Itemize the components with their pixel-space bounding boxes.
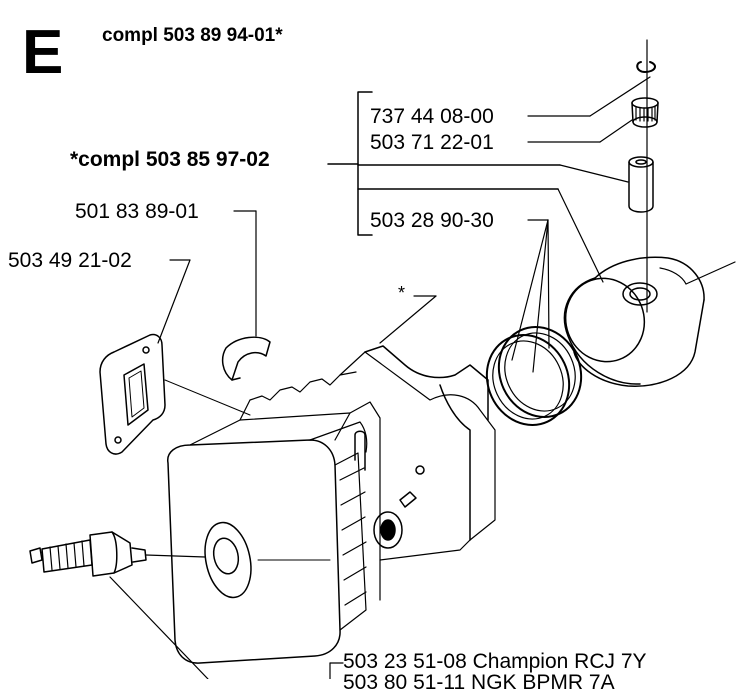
part-number-spark-plug-2: 503 80 51-11 NGK BPMR 7A [343, 671, 615, 694]
part-number-circlip: 737 44 08-00 [370, 105, 494, 128]
part-number-needle-bearing: 503 71 22-01 [370, 131, 494, 154]
leader-lines [109, 76, 651, 679]
assembly-title: compl 503 89 94-01* [102, 25, 283, 46]
section-letter: E [22, 18, 64, 87]
sub-assembly-label: *compl 503 85 97-02 [70, 148, 270, 171]
part-number-decompression-valve: 501 83 89-01 [75, 200, 199, 223]
piston-shape [563, 256, 736, 387]
part-number-spark-plug-1: 503 23 51-08 Champion RCJ 7Y [343, 650, 647, 673]
gasket-shape [99, 333, 251, 455]
needle-bearing-shape [631, 97, 659, 128]
part-number-piston-rings: 503 28 90-30 [370, 209, 494, 232]
cylinder-marker: * [398, 283, 406, 303]
exploded-view-diagram [29, 39, 736, 679]
part-number-gasket: 503 49 21-02 [8, 249, 132, 272]
circlip-shape [636, 61, 656, 73]
valve-clip-shape [221, 336, 271, 381]
piston-rings-shape [485, 326, 583, 426]
piston-pin-shape [628, 156, 654, 213]
assembly-bracket [327, 91, 561, 236]
cylinder-shape [167, 345, 496, 664]
spark-plug-shape [29, 531, 206, 577]
